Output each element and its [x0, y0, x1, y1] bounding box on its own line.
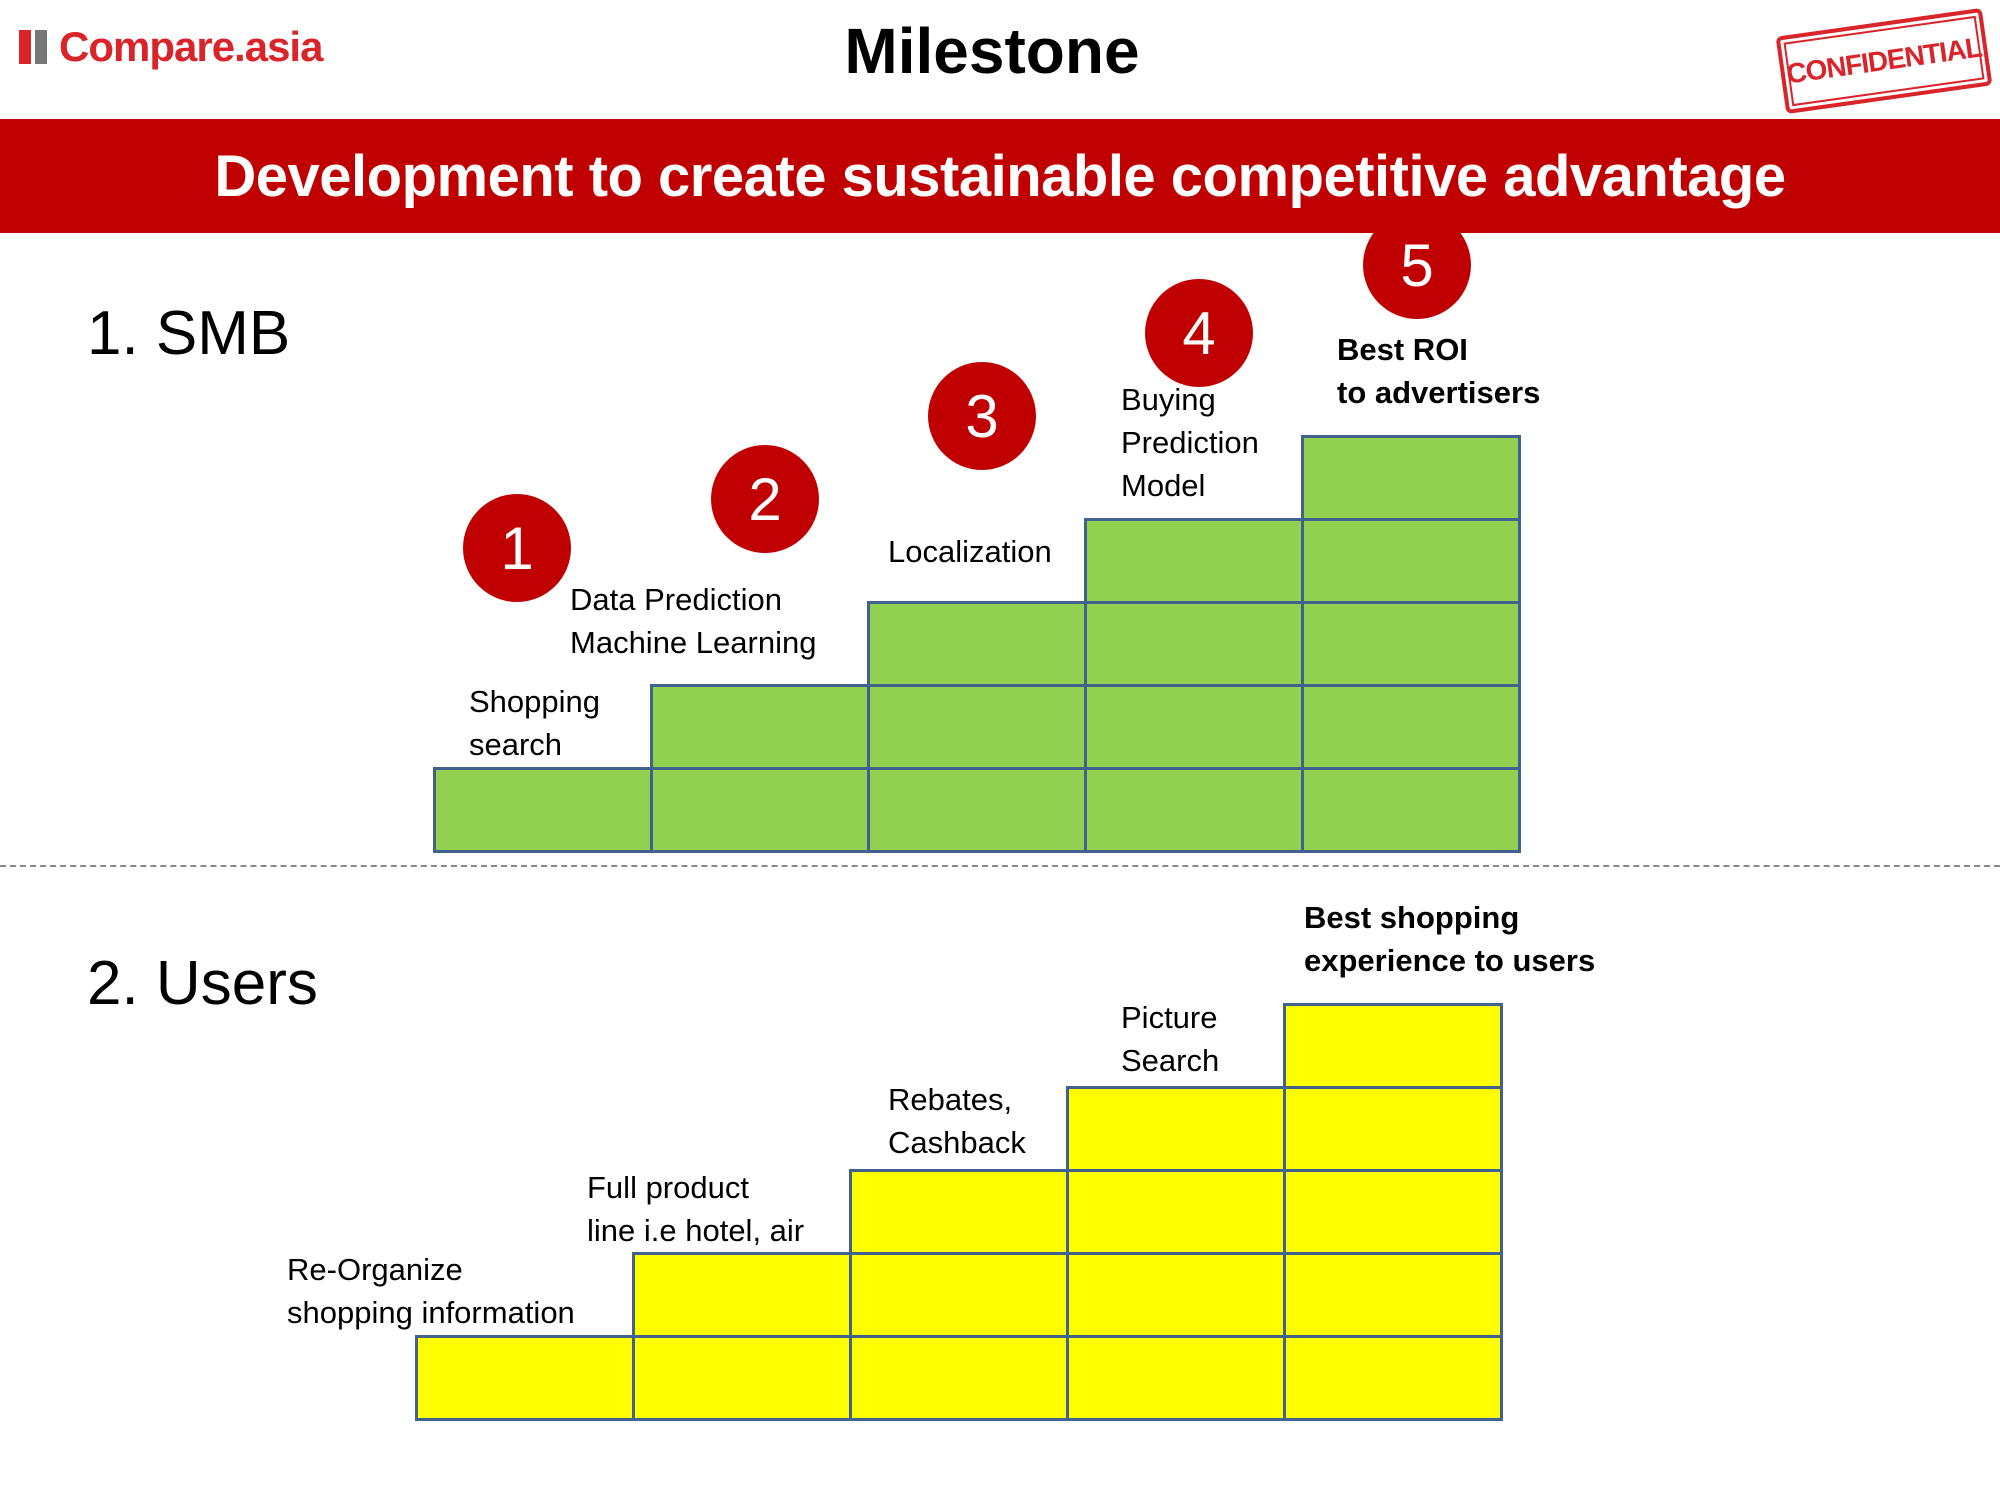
- label-line: Rebates,: [888, 1082, 1013, 1117]
- label-line: Localization: [888, 534, 1052, 569]
- smb-step-block: [867, 767, 1087, 853]
- smb-step-label: Localization: [888, 530, 1052, 573]
- smb-step-block: [1084, 767, 1304, 853]
- smb-step-block: [433, 767, 653, 853]
- users-step-block: [1066, 1169, 1286, 1255]
- label-line: Cashback: [888, 1125, 1026, 1160]
- smb-step-block: [1084, 518, 1304, 604]
- label-line: Data Prediction: [570, 582, 782, 617]
- step-number-badge: 2: [711, 445, 819, 553]
- label-line: Prediction: [1121, 425, 1259, 460]
- smb-step-block: [867, 601, 1087, 687]
- step-number-badge: 1: [463, 494, 571, 602]
- users-step-block: [1066, 1252, 1286, 1338]
- label-line: Picture: [1121, 1000, 1218, 1035]
- users-step-block: [632, 1335, 852, 1421]
- users-step-label: Best shopping experience to users: [1304, 896, 1595, 982]
- users-step-block: [849, 1252, 1069, 1338]
- label-line: Full product: [587, 1170, 749, 1205]
- label-line: Best shopping: [1304, 900, 1520, 935]
- smb-step-block: [1301, 435, 1521, 521]
- label-line: search: [469, 727, 563, 762]
- smb-step-block: [650, 684, 870, 770]
- smb-step-block: [867, 684, 1087, 770]
- smb-step-block: [1301, 684, 1521, 770]
- users-step-block: [1283, 1003, 1503, 1089]
- smb-step-block: [1301, 767, 1521, 853]
- users-step-block: [1283, 1335, 1503, 1421]
- users-step-block: [849, 1335, 1069, 1421]
- smb-step-block: [1301, 601, 1521, 687]
- users-step-block: [1283, 1086, 1503, 1172]
- logo-mark-red: [19, 30, 31, 64]
- users-step-block: [415, 1335, 635, 1421]
- smb-step-label: Shopping search: [469, 680, 600, 766]
- label-line: experience to users: [1304, 943, 1596, 978]
- label-line: Shopping: [469, 684, 601, 719]
- smb-step-label: Best ROI to advertisers: [1337, 328, 1540, 414]
- label-line: shopping information: [287, 1295, 575, 1330]
- subtitle-banner: Development to create sustainable compet…: [0, 119, 2000, 233]
- step-number-badge: 4: [1145, 279, 1253, 387]
- users-step-block: [1066, 1335, 1286, 1421]
- label-line: Buying: [1121, 382, 1216, 417]
- label-line: Machine Learning: [570, 625, 817, 660]
- users-step-label: Rebates, Cashback: [888, 1078, 1026, 1164]
- smb-step-block: [650, 767, 870, 853]
- users-step-label: Re-Organize shopping information: [287, 1248, 575, 1334]
- users-step-block: [1066, 1086, 1286, 1172]
- step-number-badge: 5: [1363, 211, 1471, 319]
- logo: Compare.asia: [19, 22, 323, 72]
- label-line: Model: [1121, 468, 1206, 503]
- label-line: to advertisers: [1337, 375, 1541, 410]
- smb-step-block: [1084, 601, 1304, 687]
- smb-section-title: 1. SMB: [87, 299, 291, 368]
- label-line: Search: [1121, 1043, 1220, 1078]
- page-title: Milestone: [844, 15, 1140, 87]
- smb-step-block: [1301, 518, 1521, 604]
- logo-mark-gray: [35, 30, 47, 64]
- section-divider: [0, 865, 2000, 867]
- label-line: Best ROI: [1337, 332, 1468, 367]
- users-step-block: [632, 1252, 852, 1338]
- step-number-badge: 3: [928, 362, 1036, 470]
- users-step-block: [849, 1169, 1069, 1255]
- smb-step-block: [1084, 684, 1304, 770]
- logo-text: Compare.asia: [59, 23, 323, 70]
- label-line: Re-Organize: [287, 1252, 463, 1287]
- label-line: line i.e hotel, air: [587, 1213, 805, 1248]
- users-step-block: [1283, 1169, 1503, 1255]
- users-step-block: [1283, 1252, 1503, 1338]
- users-step-label: Full product line i.e hotel, air: [587, 1166, 804, 1252]
- users-section-title: 2. Users: [87, 949, 318, 1018]
